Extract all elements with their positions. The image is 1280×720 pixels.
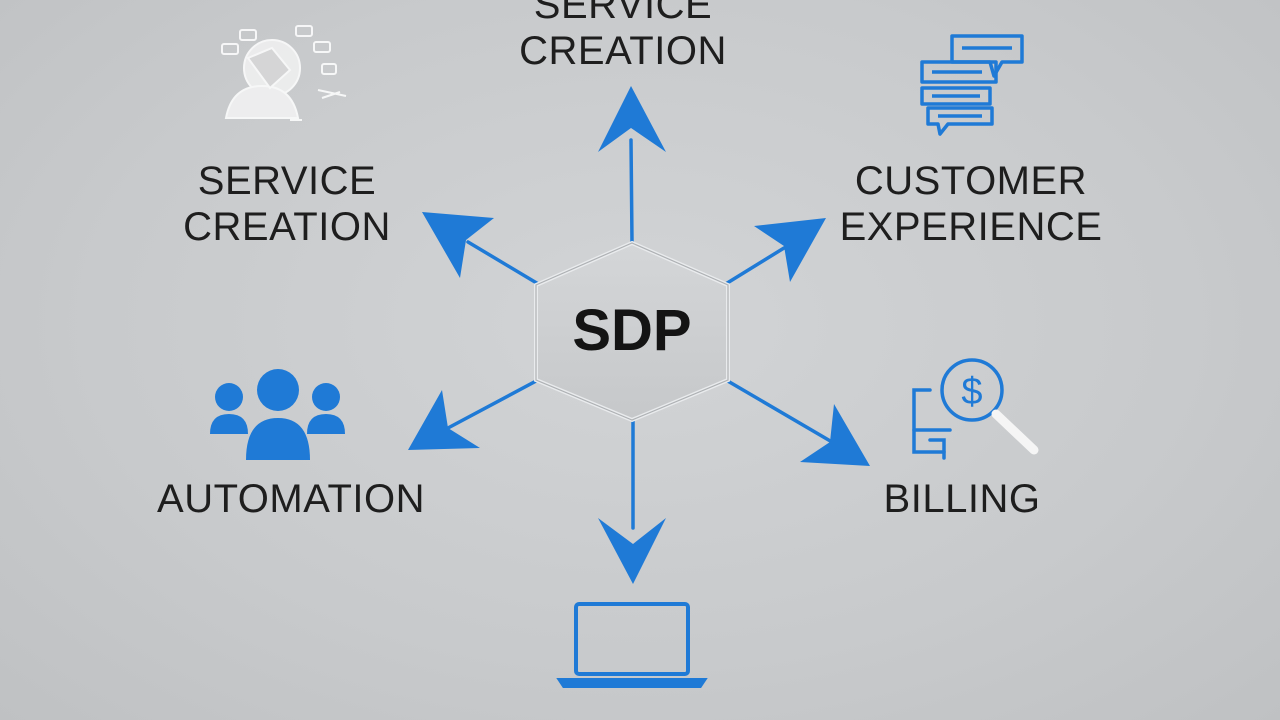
arrowhead-lower-right — [800, 404, 870, 466]
label-automation-line1: AUTOMATION — [157, 477, 425, 521]
label-upper-left-service-creation: SERVICE CREATION — [162, 158, 412, 250]
connector-top — [629, 138, 634, 244]
laptop-icon — [556, 602, 708, 688]
arrowhead-lower-left — [408, 390, 480, 450]
label-upper-left-line2: CREATION — [183, 205, 391, 249]
label-billing-line1: BILLING — [883, 477, 1041, 521]
label-upper-right-line1: CUSTOMER — [854, 159, 1088, 203]
connector-upper-left — [466, 240, 542, 287]
arrowhead-upper-right — [754, 218, 826, 282]
billing-search-icon: $ — [912, 358, 1039, 460]
label-upper-right-line2: EXPERIENCE — [839, 205, 1103, 249]
label-top-line2: CREATION — [519, 29, 727, 73]
label-automation: AUTOMATION — [140, 476, 442, 522]
label-top-service-creation: SERVICE CREATION — [493, 0, 753, 74]
arrowhead-bottom — [598, 518, 666, 584]
label-upper-right-customer-experience: CUSTOMER EXPERIENCE — [826, 158, 1116, 250]
label-billing: BILLING — [862, 476, 1062, 522]
connector-lower-left — [446, 378, 540, 430]
svg-text:$: $ — [961, 371, 982, 413]
label-top-line1: SERVICE — [533, 0, 713, 27]
connector-upper-right — [722, 246, 786, 287]
label-upper-left-line1: SERVICE — [197, 159, 377, 203]
connector-lower-right — [724, 378, 834, 444]
arrowhead-upper-left — [422, 212, 494, 278]
users-group-icon — [210, 369, 345, 460]
arrowhead-top — [598, 86, 666, 152]
chat-bubbles-icon — [920, 34, 1024, 136]
support-agent-icon — [221, 25, 347, 121]
hub-label: SDP — [572, 298, 692, 363]
